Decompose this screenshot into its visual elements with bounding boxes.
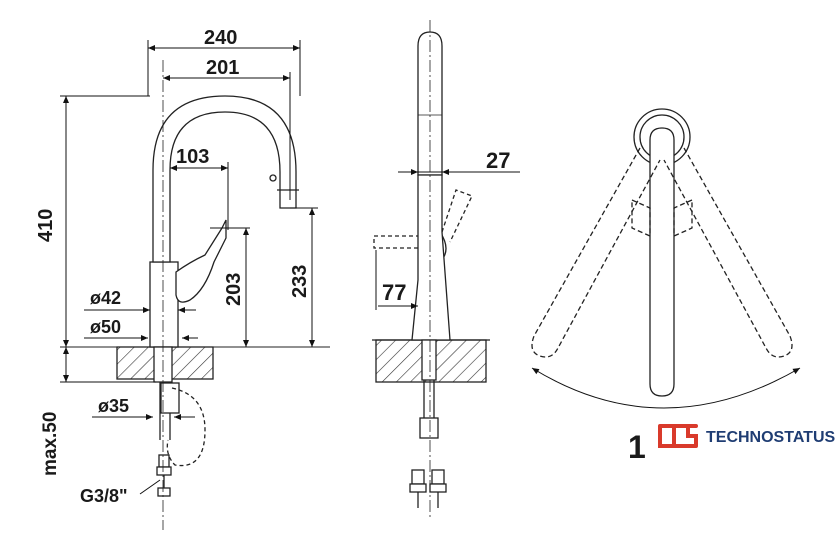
dim-410: 410 [35,209,57,242]
faucet-base-front [149,261,179,348]
body-side [411,174,451,341]
front-dimension-lines [60,40,318,495]
brand-logo-icon [658,424,698,448]
dim-240: 240 [204,27,237,49]
swivel-ghost-left [531,147,661,358]
handle-lever-front [175,219,227,303]
dim-diameter-42: ø42 [90,288,121,308]
dim-g38: G3/8" [80,486,128,506]
brand-name: TECHNOSTATUS [706,429,836,446]
spout-top [649,127,675,397]
dim-diameter-35: ø35 [98,396,129,416]
dim-233: 233 [289,265,311,298]
dim-77: 77 [382,280,406,305]
side-view [372,20,490,520]
connector-side [409,417,447,508]
hose-loop-front [166,387,206,467]
top-view [531,108,801,409]
brand-logo [655,420,701,452]
dim-203: 203 [223,273,245,306]
swivel-angle-label: 1 [628,429,646,465]
swivel-ghost-right [663,147,793,358]
dim-max-50: max.50 [40,412,61,476]
dim-diameter-50: ø50 [90,317,121,337]
dim-201: 201 [206,57,239,79]
swivel-arc [531,367,801,409]
connector-front [156,454,172,497]
dim-103: 103 [176,146,209,168]
dim-27: 27 [486,148,510,173]
side-dimension-lines [375,169,520,310]
